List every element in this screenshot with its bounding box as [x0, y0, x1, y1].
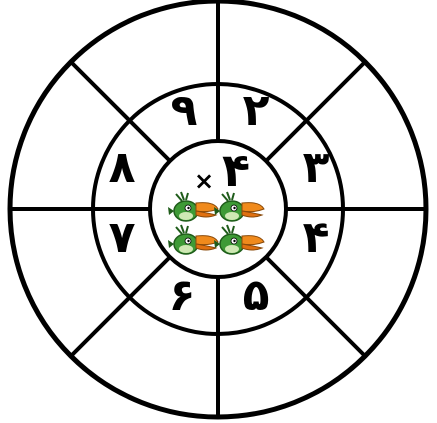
spoke-bottom-left — [71, 257, 170, 356]
center-multiplier: ۴ — [222, 143, 250, 197]
inner-digit-bottom-left: ۶ — [169, 270, 196, 321]
inner-digit-right-upper: ۳ — [303, 142, 330, 193]
inner-digit-left-upper: ۸ — [109, 142, 136, 193]
inner-digit-right-lower: ۴ — [303, 212, 330, 263]
inner-digit-left-lower: ۷ — [109, 212, 136, 263]
inner-digit-bottom-right: ۵ — [243, 270, 270, 321]
multiply-sign: × — [194, 167, 214, 195]
inner-digit-top-left: ۹ — [171, 85, 198, 136]
green-bird-icon — [168, 225, 218, 254]
green-bird-icon — [214, 225, 264, 254]
bird-group — [168, 192, 264, 254]
green-bird-icon — [168, 192, 218, 221]
spoke-bottom-right — [266, 257, 365, 356]
inner-digit-top-right: ۲ — [243, 85, 270, 136]
